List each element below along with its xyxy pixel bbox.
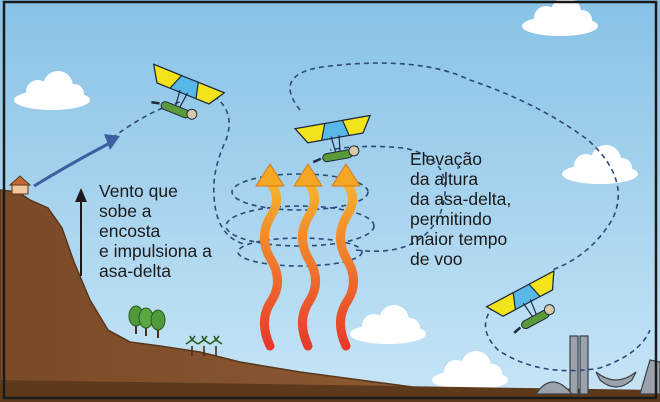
thermal-updrafts [260,177,358,351]
thermal-circles [225,173,375,267]
caption-line: maior tempo [410,229,508,249]
caption-line: encosta [99,221,161,241]
caption-line: sobe a [99,201,152,221]
thermal-arrowheads [255,163,361,187]
caption-line: da altura [410,169,479,189]
caption-altitude-gain: Elevação da altura da asa-delta, permiti… [410,149,511,269]
caption-line: e impulsiona a [99,241,212,261]
ground [0,380,660,402]
flight-path [111,62,651,372]
tree-icon [128,305,166,338]
caption-line: permitindo [410,209,492,229]
lift-arrowhead [75,188,87,202]
caption-line: Elevação [410,149,482,169]
building-icon [534,335,660,395]
caption-line: asa-delta [99,261,171,281]
wind-arrowhead [104,134,120,150]
caption-wind-updraft: Vento que sobe a encosta e impulsiona a … [99,181,212,281]
palm-tree-icon [185,335,223,356]
caption-line: de voo [410,249,463,269]
house-icon [8,175,32,195]
caption-line: Vento que [99,181,178,201]
caption-line: da asa-delta, [410,189,512,209]
wind-arrow [33,142,109,188]
